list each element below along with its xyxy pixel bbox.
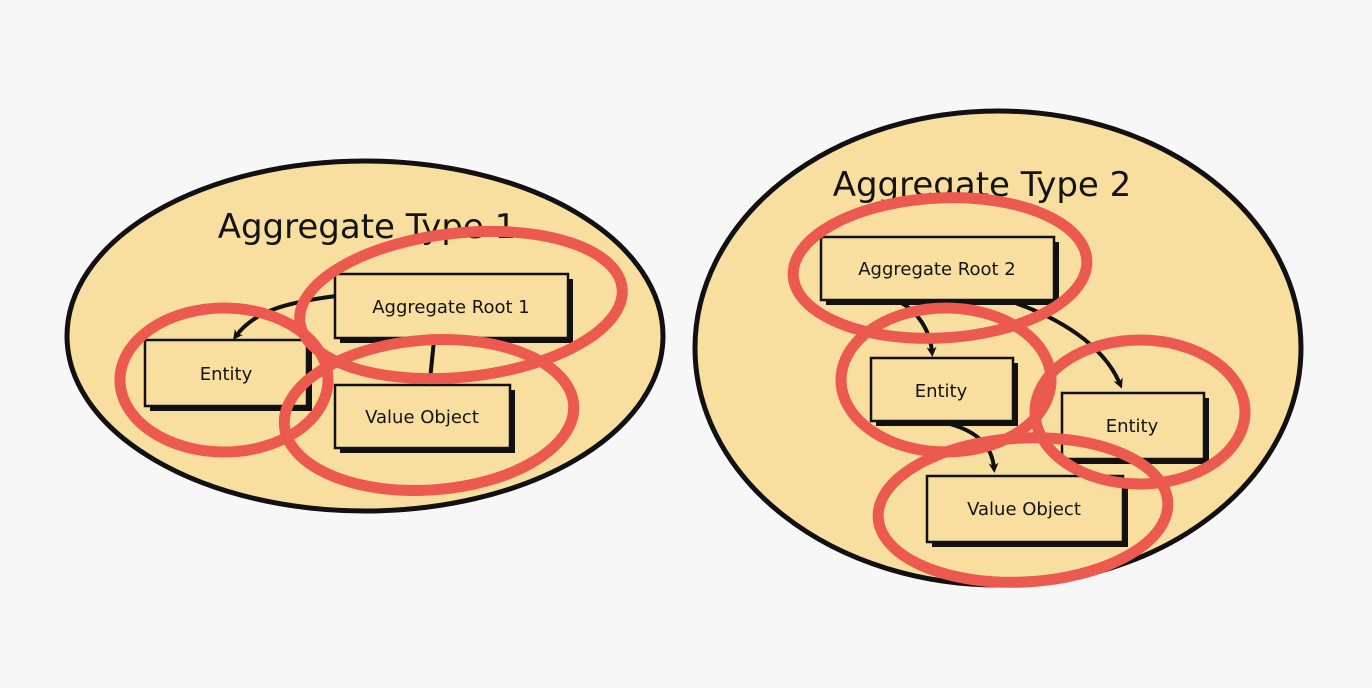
highlight-ring-root-2 — [787, 192, 1093, 344]
highlight-ring-value-object-2 — [872, 432, 1174, 588]
aggregate-root-1-box: Aggregate Root 1 — [333, 272, 573, 343]
aggregate-root-2-box: Aggregate Root 2 — [819, 235, 1059, 305]
entity-2b-box: Entity — [1060, 391, 1209, 464]
highlight-ring-entity-2b — [1029, 334, 1251, 490]
value-object-1-box: Value Object — [333, 383, 515, 453]
entity-2a-box: Entity — [869, 356, 1018, 426]
highlight-ring-entity-1 — [114, 302, 334, 458]
entity-2b-label: Entity — [1106, 416, 1159, 437]
highlight-ring-root-1 — [294, 225, 628, 385]
aggregate-type-2: Aggregate Type 2 Aggregate Root 2 Entity… — [692, 108, 1304, 588]
aggregate-root-2-label: Aggregate Root 2 — [858, 259, 1016, 280]
value-object-2-label: Value Object — [967, 499, 1081, 520]
aggregate-root-1-label: Aggregate Root 1 — [372, 297, 530, 318]
aggregate-type-1: Aggregate Type 1 Aggregate Root 1 Entity… — [64, 158, 666, 514]
arrow-root1-to-entity — [233, 294, 337, 341]
highlight-ring-value-object-1 — [278, 334, 580, 496]
arrow-root2-to-entity-a — [898, 300, 937, 357]
entity-2a-label: Entity — [915, 381, 968, 402]
value-object-2-box: Value Object — [925, 474, 1128, 547]
entity-1-label: Entity — [200, 364, 253, 385]
value-object-1-label: Value Object — [365, 407, 479, 428]
